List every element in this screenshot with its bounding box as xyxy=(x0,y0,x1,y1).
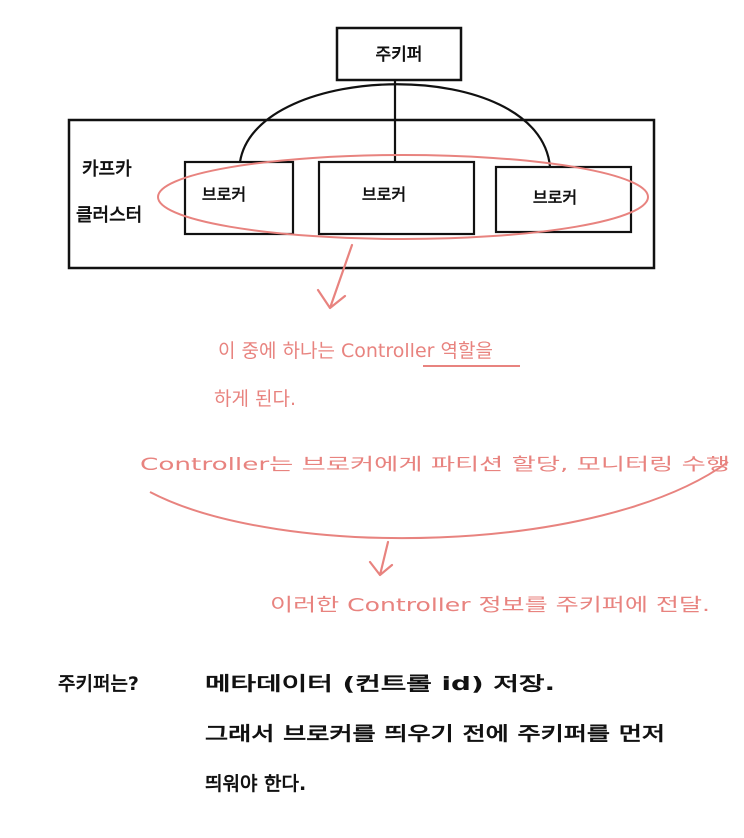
broker-group-ellipse xyxy=(157,154,649,240)
footer-question: 주키퍼는? xyxy=(58,673,139,695)
zookeeper-label: 주키퍼 xyxy=(376,45,423,65)
footer-line1: 메타데이터 (컨트롤 id) 저장. xyxy=(205,673,555,695)
arrow-to-controller-note xyxy=(316,243,354,310)
brace-curve xyxy=(149,461,729,540)
broker-label-2: 브로커 xyxy=(362,185,406,204)
cluster-label-line1: 카프카 xyxy=(82,159,132,180)
arrow-to-zookeeper-note xyxy=(368,540,394,577)
broker-label-1: 브로커 xyxy=(202,185,246,204)
connection-arc xyxy=(238,83,552,168)
footer-line2: 그래서 브로커를 띄우기 전에 주키퍼를 먼저 xyxy=(205,723,665,745)
broker-box-2 xyxy=(317,160,476,236)
kafka-cluster-box xyxy=(67,118,656,270)
partition-note: Controller는 브로커에게 파티션 할당, 모니터링 수행 xyxy=(140,455,730,475)
cluster-label-line2: 클러스터 xyxy=(76,205,142,226)
broker-box-3 xyxy=(494,165,633,234)
broker-box-1 xyxy=(183,160,295,236)
zookeeper-note: 이러한 Controller 정보를 주키퍼에 전달. xyxy=(270,595,710,616)
broker-label-3: 브로커 xyxy=(533,188,577,207)
footer-line3: 띄워야 한다. xyxy=(205,773,306,795)
zookeeper-box xyxy=(335,26,463,82)
controller-note-line1: 이 중에 하나는 Controller 역할을 xyxy=(218,340,493,362)
controller-note-line2: 하게 된다. xyxy=(214,388,296,410)
